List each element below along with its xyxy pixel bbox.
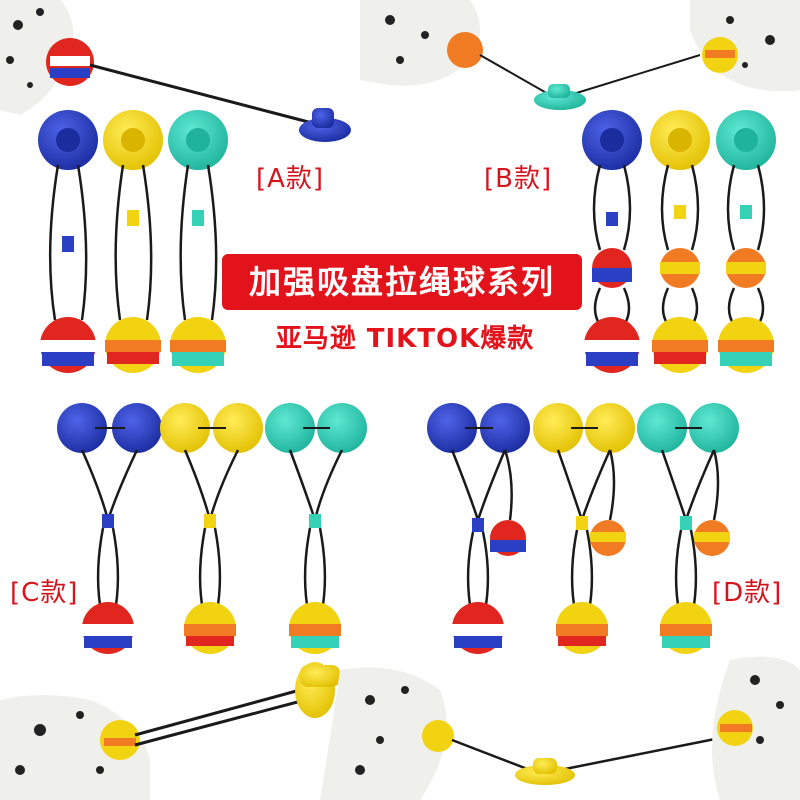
photo-dogs-top-right [360, 0, 800, 110]
photo-dog-top-left [0, 0, 351, 142]
variant-label-d: [D款] [712, 578, 783, 608]
variant-label-a: [A款] [256, 164, 325, 194]
title-banner [222, 254, 582, 310]
banner-title: 加强吸盘拉绳球系列 [248, 263, 555, 301]
product-group-a [38, 110, 228, 373]
product-group-b [582, 110, 776, 373]
product-group-c [57, 403, 367, 654]
variant-label-b: [B款] [484, 164, 553, 194]
photo-dog-bottom-left [0, 662, 340, 800]
photo-dogs-bottom-right [320, 656, 800, 800]
banner-subtitle: 亚马逊 TIKTOK爆款 [275, 324, 535, 354]
product-group-d [427, 403, 739, 654]
variant-label-c: [C款] [10, 578, 79, 608]
